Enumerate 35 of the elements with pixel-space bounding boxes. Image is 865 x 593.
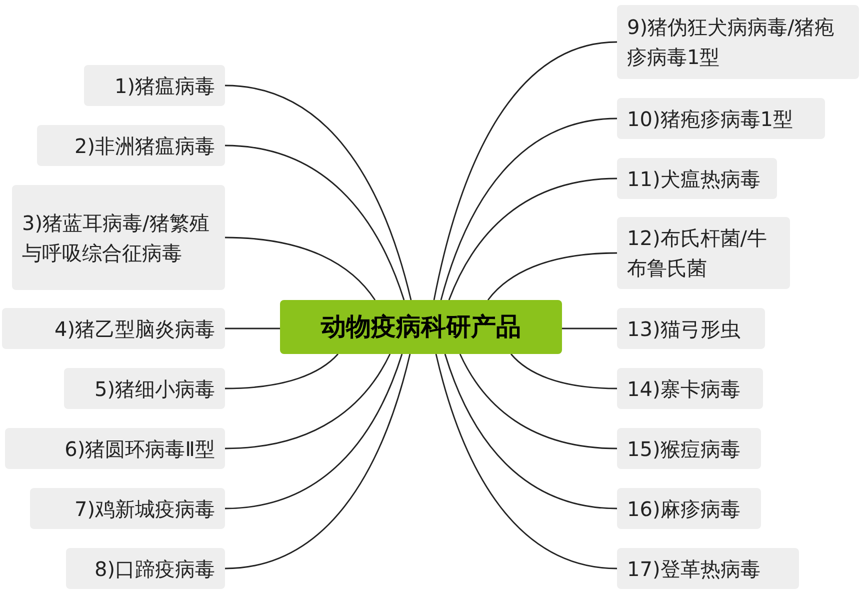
connector-line <box>444 354 618 510</box>
connector-line <box>224 354 391 450</box>
branch-box: 17)登革热病毒 <box>617 548 799 589</box>
branch-box: 10)猪疱疹病毒1型 <box>617 98 825 139</box>
connector-line <box>435 354 618 570</box>
branch-box: 2)非洲猪瘟病毒 <box>37 125 225 166</box>
connector-line <box>224 144 405 300</box>
branch-box: 4)猪乙型脑炎病毒 <box>2 308 225 349</box>
connector-line <box>433 41 618 300</box>
connector-line <box>487 252 618 300</box>
branch-box: 5)猪细小病毒 <box>64 368 225 409</box>
branch-box: 3)猪蓝耳病毒/猪繁殖与呼吸综合征病毒 <box>12 185 225 290</box>
connector-line <box>224 236 376 300</box>
branch-box: 14)寨卡病毒 <box>617 368 763 409</box>
branch-box: 7)鸡新城疫病毒 <box>30 488 225 529</box>
connector-line <box>224 354 403 510</box>
branch-box: 6)猪圆环病毒Ⅱ型 <box>5 428 225 469</box>
branch-box: 1)猪瘟病毒 <box>84 65 225 106</box>
branch-box: 9)猪伪狂犬病病毒/猪疱疹病毒1型 <box>617 5 859 79</box>
branch-box: 11)犬瘟热病毒 <box>617 158 777 199</box>
topic-box: 动物疫病科研产品 <box>280 300 562 354</box>
branch-box: 13)猫弓形虫 <box>617 308 765 349</box>
connector-line <box>459 354 618 450</box>
connector-line <box>562 328 617 330</box>
connector-line <box>448 178 618 300</box>
connector-line <box>224 354 411 570</box>
branch-box: 15)猴痘病毒 <box>617 428 761 469</box>
connector-line <box>440 118 618 300</box>
connector-line <box>510 354 618 390</box>
branch-box: 16)麻疹病毒 <box>617 488 761 529</box>
branch-box: 12)布氏杆菌/牛布鲁氏菌 <box>617 217 790 289</box>
connector-line <box>225 328 280 330</box>
connector-line <box>224 354 338 390</box>
connector-line <box>224 84 412 300</box>
branch-box: 8)口蹄疫病毒 <box>66 548 225 589</box>
